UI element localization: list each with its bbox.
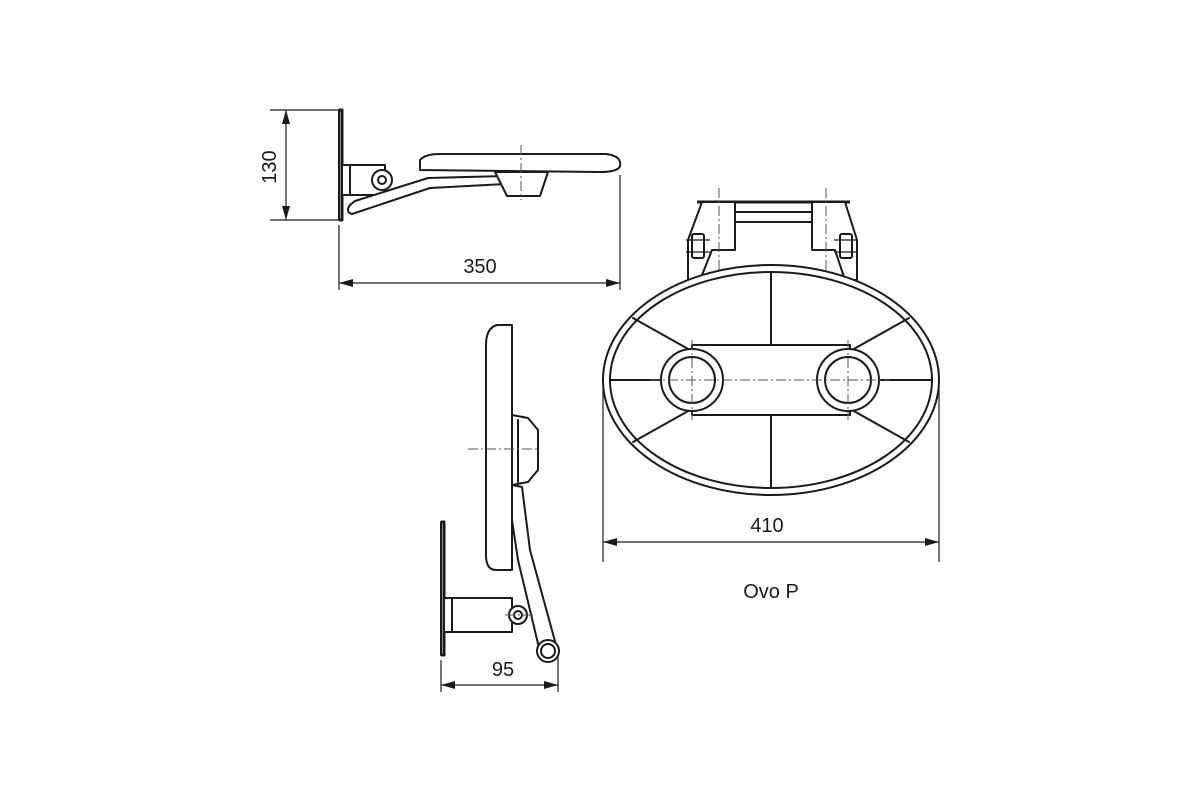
front-bracket-right	[811, 201, 858, 281]
dimension-height-label: 130	[259, 150, 281, 183]
dimension-width-label: 410	[750, 515, 783, 537]
side-seat	[419, 153, 622, 173]
front-bracket-left	[687, 201, 736, 281]
model-caption: Ovo P	[743, 581, 799, 603]
folded-wall-plate	[441, 520, 446, 657]
side-arm	[346, 175, 506, 215]
folded-bracket	[443, 597, 513, 633]
dimension-depth-label: 350	[463, 256, 496, 278]
folded-arm	[511, 484, 557, 653]
folded-seat	[485, 324, 513, 571]
side-view: 130 350	[259, 108, 622, 290]
folded-view: 95	[440, 324, 560, 692]
dimension-folded-label: 95	[492, 659, 514, 681]
side-pivot	[371, 169, 393, 191]
front-view: 410 Ovo P	[602, 188, 940, 603]
folded-hub	[511, 414, 539, 486]
